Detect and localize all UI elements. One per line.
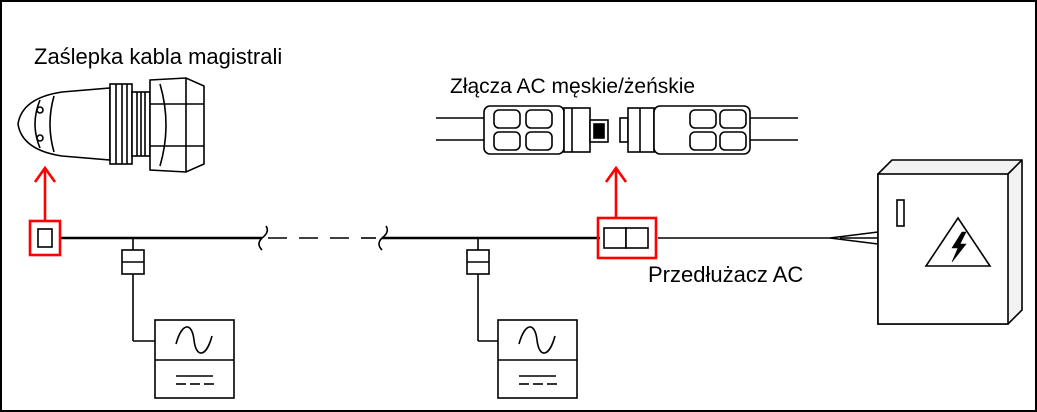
end-cap-highlight xyxy=(28,165,62,257)
ac-extension-label: Przedłużacz AC xyxy=(648,262,804,287)
ac-connectors-illustration xyxy=(436,105,798,155)
trunk-cable xyxy=(59,225,879,251)
end-cap-symbol xyxy=(37,228,53,248)
inverter-ac-dc-icon xyxy=(497,319,578,399)
ac-extension-connector-symbol xyxy=(603,227,649,249)
high-voltage-warning-icon xyxy=(924,216,992,267)
bus-cable-end-cap-illustration xyxy=(17,77,205,173)
branch-drop-1 xyxy=(121,238,155,342)
branch-drop-2 xyxy=(466,238,498,342)
connector-highlight xyxy=(596,165,658,260)
bus-cable-end-cap-label: Zaślepka kabla magistrali xyxy=(34,44,283,69)
distribution-cabinet xyxy=(877,159,1023,325)
inverter-ac-dc-icon xyxy=(154,319,235,399)
ac-connectors-label: Złącza AC męskie/żeńskie xyxy=(450,75,696,98)
